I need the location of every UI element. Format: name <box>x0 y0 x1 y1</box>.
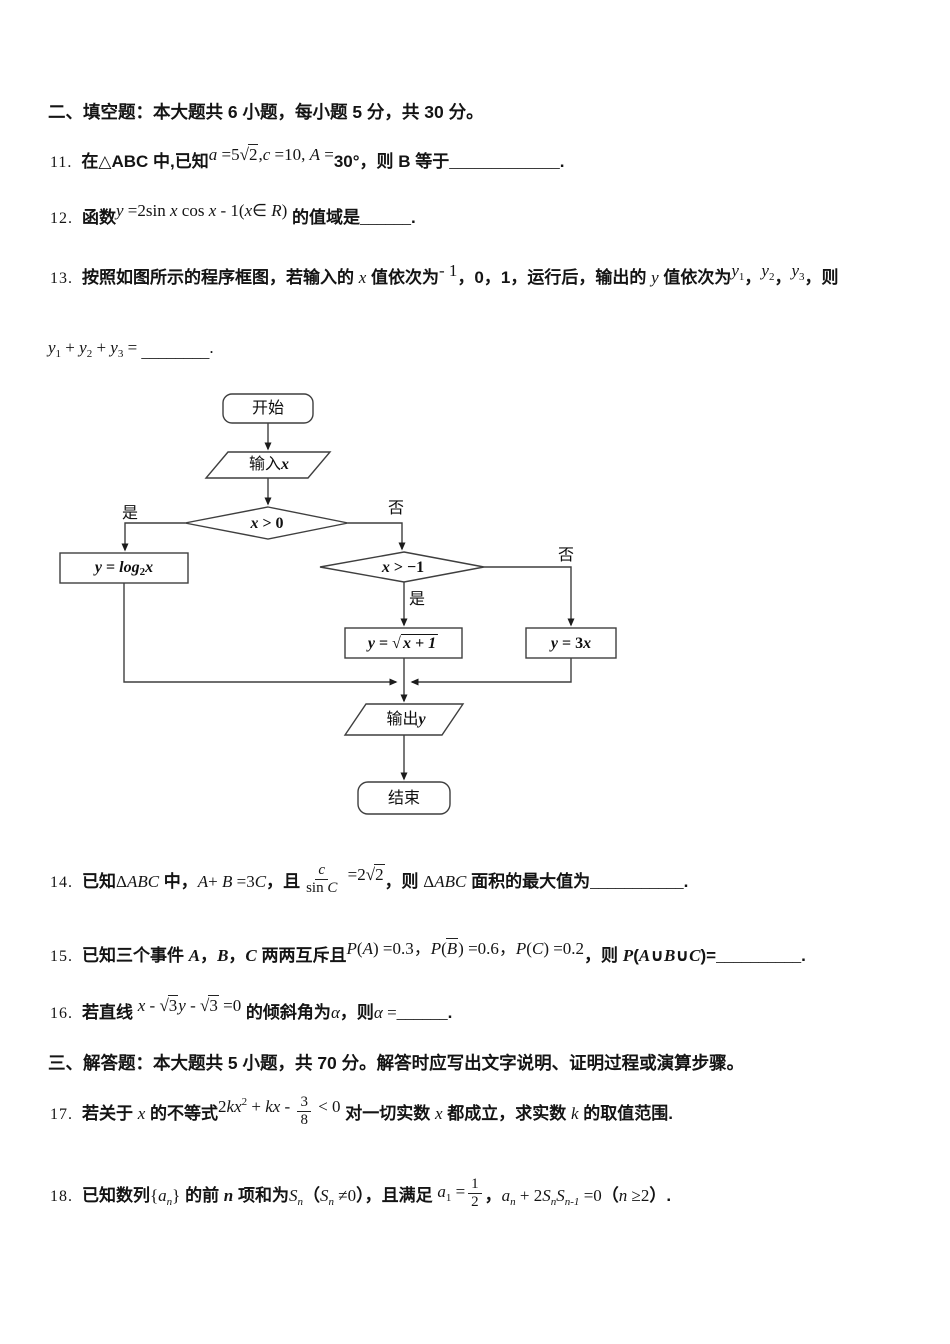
section2-header: 二、填空题：本大题共 6 小题，每小题 5 分，共 30 分。 <box>48 102 484 122</box>
question-15-number: 15. <box>50 948 73 965</box>
connector-linear-to-merge <box>410 658 572 686</box>
start-node-label: 开始 <box>251 400 285 417</box>
question-14-number: 14. <box>50 873 73 891</box>
flowchart-canvas <box>59 393 617 815</box>
connector-cond1-no <box>348 522 406 551</box>
question-16: 16. 若直线 x - √3y - √3 =0 的倾斜角为α，则α =______… <box>50 995 453 1026</box>
end-node-shape <box>357 781 451 815</box>
question-15-text: 已知三个事件 A，B，C 两两互斥且P(A) =0.3，P(B) =0.6，P(… <box>82 938 806 965</box>
linear-branch-label: y = 3x <box>550 635 592 652</box>
cond2-yes-label: 是 <box>408 591 426 608</box>
cond2-no-label: 否 <box>557 547 575 564</box>
question-11-text: 在△ABC 中,已知a =5√2,c =10, A =30°，则 B 等于___… <box>81 144 565 171</box>
question-13-number: 13. <box>50 270 73 287</box>
cond1-no-label: 否 <box>387 500 405 517</box>
cond1-yes-label: 是 <box>121 505 139 522</box>
end-node-label: 结束 <box>387 790 421 807</box>
question-11: 11. 在△ABC 中,已知a =5√2,c =10, A =30°，则 B 等于… <box>50 144 565 175</box>
connector-cond2-no <box>484 566 575 627</box>
connector-cond1-yes <box>121 522 185 552</box>
log-branch-label: y = log2x <box>94 559 154 578</box>
question-15: 15. 已知三个事件 A，B，C 两两互斥且P(A) =0.3，P(B) =0.6… <box>50 938 806 969</box>
section3-header: 三、解答题：本大题共 5 小题，共 70 分。解答时应写出文字说明、证明过程或演… <box>48 1053 745 1073</box>
output-node-shape <box>343 703 465 736</box>
input-node-shape <box>204 451 332 479</box>
condition1-label: x > 0 <box>250 515 284 532</box>
condition1-diamond-shape <box>184 506 349 540</box>
question-13-sum-formula: y1 + y2 + y3 = ________. <box>48 338 214 361</box>
question-17-number: 17. <box>50 1106 73 1123</box>
question-18-number: 18. <box>50 1187 73 1205</box>
question-16-number: 16. <box>50 1005 73 1022</box>
question-16-text: 若直线 x - √3y - √3 =0 的倾斜角为α，则α =______. <box>82 995 453 1022</box>
input-node-label: 输入x <box>248 456 290 473</box>
question-13-formula-line: y1 + y2 + y3 = ________. <box>48 336 214 366</box>
output-node-label: 输出y <box>386 711 426 728</box>
question-12: 12. 函数y =2sin x cos x - 1(x∈ R) 的值域是_____… <box>50 201 416 231</box>
question-12-text: 函数y =2sin x cos x - 1(x∈ R) 的值域是______. <box>82 201 416 227</box>
sqrt-branch-label: y = √x + 1 <box>367 634 439 652</box>
question-13: 13. 按照如图所示的程序框图，若输入的 x 值依次为- 1，0，1，运行后，输出… <box>50 261 839 296</box>
question-11-number: 11. <box>50 154 73 171</box>
connector-log-to-merge <box>123 583 398 686</box>
question-13-text: 按照如图所示的程序框图，若输入的 x 值依次为- 1，0，1，运行后，输出的 y… <box>82 261 839 287</box>
flowchart: 开始 输入x x > 0 是 否 y = log2x x > −1 是 否 y … <box>50 388 630 828</box>
question-12-number: 12. <box>50 210 73 227</box>
condition2-label: x > −1 <box>381 559 425 576</box>
